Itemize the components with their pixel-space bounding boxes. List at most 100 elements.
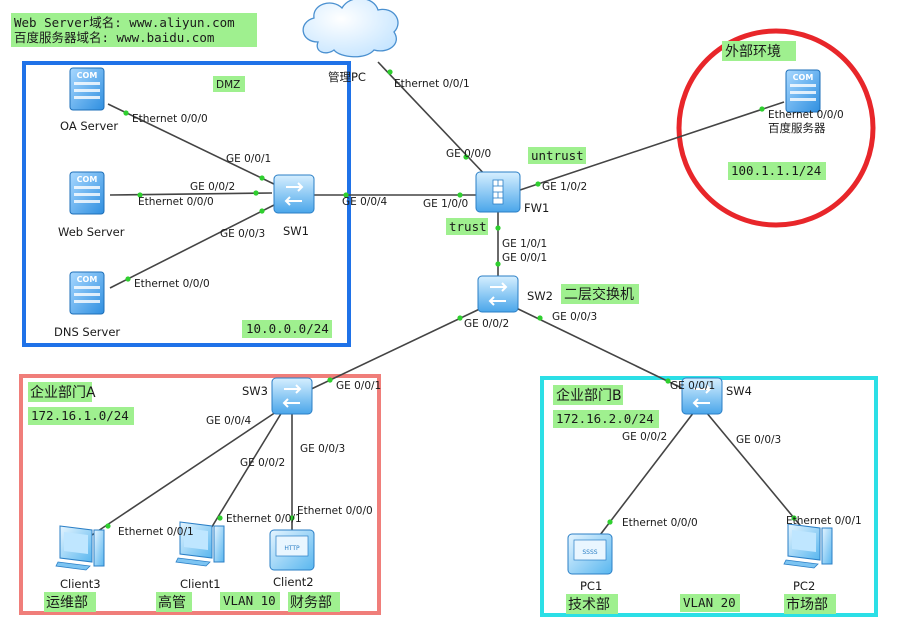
port-label: GE 1/0/1 [502, 238, 547, 250]
dns-server-label: DNS Server [54, 325, 120, 339]
port-label: GE 0/0/1 [502, 252, 547, 264]
pc1-label: PC1 [580, 579, 602, 593]
client1-pc-icon[interactable] [175, 521, 225, 567]
link-sw3-client3 [91, 407, 283, 536]
dept-a-subnet: 172.16.1.0/24 [31, 408, 129, 423]
dmz-subnet-bg [242, 320, 332, 338]
port-dot [535, 181, 541, 187]
link-sw2-sw3 [304, 305, 487, 393]
port-label: Ethernet 0/0/0 [132, 113, 208, 125]
port-label: Ethernet 0/0/0 [297, 505, 373, 517]
web-server-icon[interactable]: COM [69, 171, 105, 215]
trust-label-bg [446, 218, 488, 235]
external-label-bg [722, 41, 796, 61]
client1-role-bg [156, 592, 192, 612]
pc2-pc-icon[interactable] [783, 523, 833, 569]
link-web-sw1 [109, 192, 273, 196]
pc2-label: PC2 [793, 579, 815, 593]
client2-role-bg [288, 592, 340, 612]
baidu-server-icon[interactable]: COM [785, 69, 821, 113]
port-label: GE 0/0/4 [342, 196, 388, 208]
port-label: GE 0/0/2 [190, 181, 235, 193]
dept-a-label: 企业部门A [30, 384, 96, 401]
sw4-switch-icon[interactable] [681, 377, 723, 415]
dmz-label: DMZ [216, 79, 240, 91]
fw1-firewall-icon[interactable] [475, 171, 521, 213]
sw1-switch-icon[interactable] [273, 174, 315, 214]
client3-pc-icon[interactable] [55, 525, 105, 571]
sw1-label: SW1 [283, 224, 309, 238]
dept-b-vlan-bg [680, 594, 740, 612]
server-com-text: COM [77, 71, 98, 80]
mgmt-pc-label: 管理PC [328, 70, 366, 84]
port-label: Ethernet 0/0/1 [394, 78, 470, 90]
oa-server-label: OA Server [60, 119, 118, 133]
server-com-text: COM [793, 73, 814, 82]
port-dot [343, 192, 349, 198]
external-subnet-bg [728, 162, 826, 180]
port-label: GE 1/0/2 [542, 181, 587, 193]
dept-b-label: 企业部门B [556, 387, 622, 404]
sw2-switch-icon[interactable] [477, 275, 519, 313]
links [91, 61, 805, 536]
untrust-label: untrust [531, 148, 584, 163]
port-label: Ethernet 0/0/0 [138, 196, 214, 208]
port-dot [759, 106, 765, 112]
port-dot [495, 225, 501, 231]
port-dot [387, 69, 393, 75]
client2-label: Client2 [273, 575, 314, 589]
port-dot [125, 276, 131, 282]
port-label: Ethernet 0/0/0 [768, 109, 844, 121]
sw2-role-label: 二层交换机 [564, 286, 634, 303]
link-sw2-sw4 [511, 305, 691, 393]
external-label: 外部环境 [725, 44, 781, 60]
link-sw3-client1 [209, 411, 283, 531]
port-dot [123, 110, 129, 116]
port-label: GE 0/0/1 [336, 380, 381, 392]
dept-a-vlan: VLAN 10 [223, 593, 276, 608]
client1-role: 高管 [158, 594, 186, 611]
web-server-label: Web Server [58, 225, 125, 239]
baidu-server-label: 百度服务器 [768, 121, 826, 135]
port-label: GE 0/0/3 [220, 228, 265, 240]
server-com-text: COM [77, 175, 98, 184]
link-mgmt-fw1 [377, 61, 491, 181]
dept-a-zone-box [19, 374, 381, 615]
header-web-domain: Web Server域名: www.aliyun.com [14, 15, 235, 30]
client2-screen-text: HTTP [284, 545, 300, 552]
header-bg [11, 13, 257, 47]
client3-label: Client3 [60, 577, 101, 591]
port-dot [457, 192, 463, 198]
dept-a-label-bg [28, 382, 92, 402]
port-label: GE 0/0/3 [736, 434, 781, 446]
port-dot [217, 515, 223, 521]
pc1-screen-text: SSSS [582, 549, 597, 556]
pc1-terminal-icon[interactable]: SSSS [567, 533, 613, 575]
server-com-text: COM [77, 275, 98, 284]
dns-server-icon[interactable]: COM [69, 271, 105, 315]
port-dot [495, 261, 501, 267]
client2-http-terminal-icon[interactable]: HTTP [269, 529, 315, 571]
dept-a-vlan-bg [220, 592, 280, 610]
sw3-label: SW3 [242, 384, 268, 398]
header-baidu-domain: 百度服务器域名: www.baidu.com [14, 30, 214, 45]
dept-a-subnet-bg [28, 407, 134, 425]
pc2-role-bg [784, 594, 836, 614]
dept-b-label-bg [553, 385, 623, 405]
port-dot [457, 315, 463, 321]
sw4-label: SW4 [726, 384, 752, 398]
port-dot [665, 378, 671, 384]
port-dot [253, 190, 259, 196]
oa-server-icon[interactable]: COM [69, 67, 105, 111]
pc2-role: 市场部 [786, 596, 828, 613]
port-label: Ethernet 0/0/1 [786, 515, 862, 527]
dept-b-vlan: VLAN 20 [683, 595, 736, 610]
port-label: GE 0/0/3 [552, 311, 597, 323]
pc1-role-bg [566, 594, 618, 614]
port-dot [259, 175, 265, 181]
port-dot [259, 208, 265, 214]
untrust-label-bg [528, 147, 586, 164]
sw3-switch-icon[interactable] [271, 377, 313, 415]
fw1-label: FW1 [524, 201, 549, 215]
